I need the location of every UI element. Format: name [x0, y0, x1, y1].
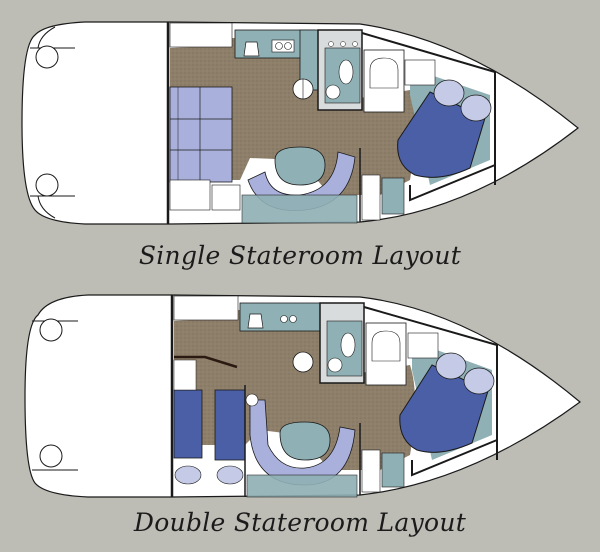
mid-berth-port — [173, 389, 203, 459]
single-stateroom-caption: Single Stateroom Layout — [138, 241, 462, 270]
winch-icon — [39, 318, 63, 342]
winch-icon — [35, 173, 59, 197]
pillow-icon — [463, 367, 495, 395]
fridge-icon — [292, 351, 314, 373]
floorplan-svg — [24, 294, 581, 498]
pillow-icon — [435, 352, 467, 380]
head-sink-icon — [327, 357, 343, 373]
sink-icon — [275, 42, 283, 50]
pillow-icon — [174, 465, 202, 485]
sink-icon — [280, 315, 288, 323]
dinette-table — [274, 146, 326, 186]
stove-icon — [247, 313, 264, 329]
mid-berth-starboard — [214, 389, 246, 461]
salon-settee — [169, 86, 233, 183]
double-stateroom-caption: Double Stateroom Layout — [133, 508, 467, 537]
sink-icon — [284, 42, 292, 50]
stove-icon — [243, 41, 260, 57]
pillow-icon — [216, 465, 244, 485]
floorplan-svg — [21, 21, 579, 225]
pillow-icon — [460, 94, 492, 122]
winch-icon — [39, 444, 63, 468]
double-stateroom-floorplan — [0, 285, 600, 505]
dinette-table — [279, 421, 331, 461]
toilet-icon — [338, 59, 354, 85]
sink-icon — [289, 315, 297, 323]
pillow-icon — [433, 79, 465, 107]
winch-icon — [35, 45, 59, 69]
head-sink-icon — [325, 84, 341, 100]
toilet-icon — [340, 332, 356, 358]
single-stateroom-floorplan — [0, 0, 600, 235]
